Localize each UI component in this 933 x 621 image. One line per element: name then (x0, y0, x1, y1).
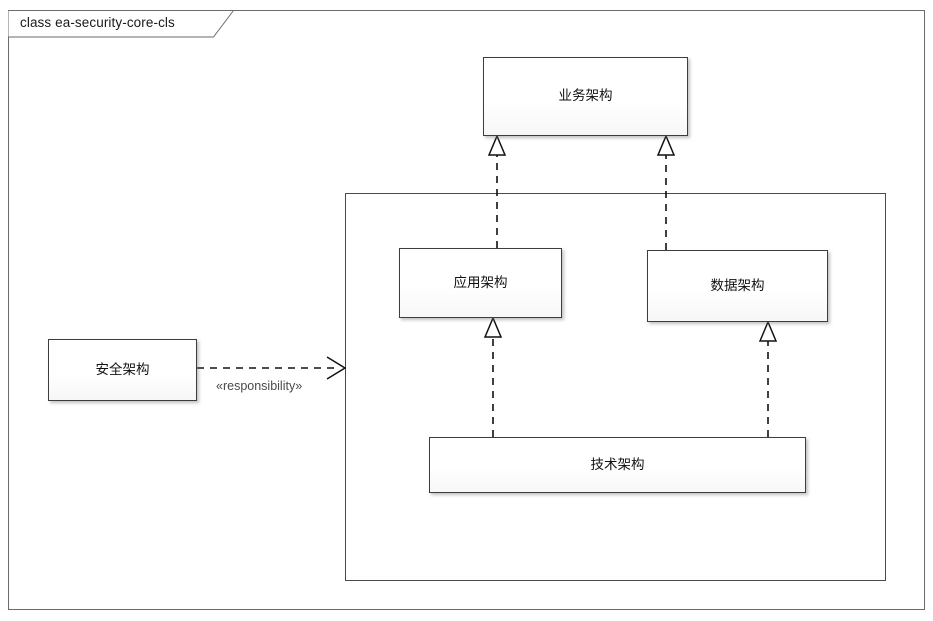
class-node-label: 业务架构 (558, 88, 613, 104)
architecture-group-container[interactable] (345, 193, 886, 581)
class-node-business-architecture[interactable]: 业务架构 (483, 57, 688, 136)
uml-frame (8, 10, 925, 610)
class-node-application-architecture[interactable]: 应用架构 (399, 248, 562, 318)
frame-title: class ea-security-core-cls (20, 15, 175, 30)
class-node-label: 技术架构 (590, 456, 645, 472)
frame-name-tab (8, 10, 234, 38)
edge-label-responsibility: «responsibility» (216, 379, 303, 393)
class-node-label: 应用架构 (453, 274, 508, 290)
class-node-label: 安全架构 (95, 361, 150, 377)
class-node-security-architecture[interactable]: 安全架构 (48, 339, 197, 401)
class-node-data-architecture[interactable]: 数据架构 (647, 250, 828, 322)
class-node-label: 数据架构 (710, 277, 765, 293)
class-node-technology-architecture[interactable]: 技术架构 (429, 437, 806, 493)
